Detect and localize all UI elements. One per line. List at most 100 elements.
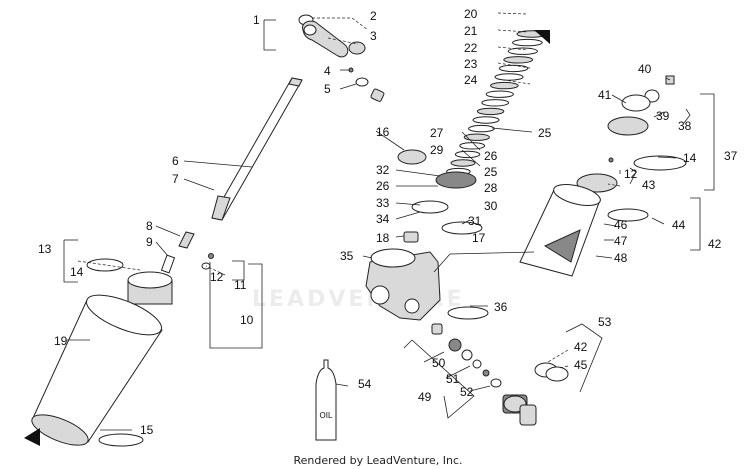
callout-48: 48 <box>614 251 628 265</box>
callout-30: 30 <box>484 199 498 213</box>
callout-49: 49 <box>418 390 432 404</box>
callout-22: 22 <box>464 41 478 55</box>
callout-26-right: 26 <box>484 149 498 163</box>
shim-washer <box>463 133 490 141</box>
part-31-piston <box>435 171 477 189</box>
callout-32: 32 <box>376 163 390 177</box>
shim-washer <box>498 64 529 73</box>
callout-42-right: 42 <box>708 237 722 251</box>
callout-33: 33 <box>376 196 390 210</box>
flow-arrow-left <box>24 428 40 446</box>
callout-9: 9 <box>146 235 153 249</box>
callout-43: 43 <box>642 178 656 192</box>
callout-2: 2 <box>370 9 377 23</box>
callout-10: 10 <box>240 313 254 327</box>
callout-6: 6 <box>172 154 179 168</box>
callout-47: 47 <box>614 234 628 248</box>
callout-21: 21 <box>464 24 478 38</box>
shim-washer <box>459 142 486 150</box>
shim-stack <box>446 30 548 176</box>
callout-53: 53 <box>598 315 612 329</box>
callout-15: 15 <box>140 423 154 437</box>
callout-24: 24 <box>464 73 478 87</box>
head-top <box>370 248 416 268</box>
part-36-oring <box>447 306 489 320</box>
head-eye <box>370 285 390 305</box>
callout-4: 4 <box>324 64 331 78</box>
callout-52: 52 <box>460 385 474 399</box>
part-14-oring-right <box>633 155 687 171</box>
callout-35: 35 <box>340 249 354 263</box>
part-50-knob <box>448 338 462 352</box>
shim-washer <box>490 81 519 90</box>
callout-28: 28 <box>484 181 498 195</box>
callout-36: 36 <box>494 300 508 314</box>
callout-38: 38 <box>678 119 692 133</box>
part-8-piston-pin <box>178 231 195 249</box>
shim-washer <box>468 124 495 133</box>
callout-40: 40 <box>638 62 652 76</box>
head-port <box>404 298 420 314</box>
part-46-ifp <box>576 173 618 193</box>
callout-41: 41 <box>598 88 612 102</box>
part-38-cap <box>607 116 649 136</box>
part-13-cap-top <box>127 271 173 289</box>
shim-washer <box>507 47 538 55</box>
shim-washer <box>512 38 543 47</box>
part-15-oring <box>98 433 144 447</box>
shim-washer <box>485 90 514 98</box>
callout-17: 17 <box>472 231 486 245</box>
oil-label: OIL <box>320 411 333 420</box>
callout-37: 37 <box>724 149 738 163</box>
part-18-bushing <box>403 231 419 243</box>
callout-11: 11 <box>234 278 247 292</box>
body-top <box>86 294 162 336</box>
callout-27: 27 <box>430 126 444 140</box>
part-51-spring <box>472 359 482 369</box>
callout-50: 50 <box>432 356 446 370</box>
shim-washer <box>503 56 534 64</box>
callout-1: 1 <box>253 13 260 27</box>
part-45-ring <box>545 366 569 382</box>
callout-5: 5 <box>324 82 331 96</box>
shim-washer <box>450 159 476 167</box>
left-shock-assembly <box>24 14 385 447</box>
part-44-oring <box>607 208 649 222</box>
callout-44: 44 <box>672 218 686 232</box>
callout-14-left: 14 <box>70 265 84 279</box>
reservoir-top <box>553 184 601 206</box>
part-43-screw <box>608 157 614 163</box>
shim-washer <box>472 116 500 124</box>
callout-34: 34 <box>376 212 390 226</box>
part-34-washer <box>411 200 449 214</box>
shaft-eye-hole <box>303 24 317 36</box>
callout-13: 13 <box>38 242 52 256</box>
callout-8: 8 <box>146 219 153 233</box>
callout-16: 16 <box>376 125 390 139</box>
part-52-oring <box>490 378 502 388</box>
part-3-bushing <box>348 41 366 55</box>
callout-7: 7 <box>172 172 179 186</box>
callout-26-left: 26 <box>376 179 390 193</box>
body-thread <box>31 414 89 446</box>
part-16-bushing <box>397 149 427 165</box>
callout-51: 51 <box>446 372 460 386</box>
callout-25-mid: 25 <box>484 165 498 179</box>
callout-12-right: 12 <box>624 167 638 181</box>
part-50-washer <box>461 349 473 361</box>
shaft-thread <box>288 77 303 87</box>
part-11-screw <box>208 253 214 259</box>
callout-numbers: 1 2 3 4 5 6 7 8 9 10 11 12 12 13 14 14 1… <box>38 7 738 437</box>
part-41-snap-ring <box>621 94 651 112</box>
part-9-spacer <box>160 254 176 274</box>
part-54-oil-bottle <box>315 359 337 441</box>
leader-lines <box>63 12 715 431</box>
callout-12-left: 12 <box>210 270 224 284</box>
part-5-washer <box>355 77 369 87</box>
callout-14-right: 14 <box>683 151 697 165</box>
footer-credit: Rendered by LeadVenture, Inc. <box>293 454 462 467</box>
callout-23: 23 <box>464 57 478 71</box>
part-51-ball <box>482 369 490 377</box>
callout-20: 20 <box>464 7 478 21</box>
